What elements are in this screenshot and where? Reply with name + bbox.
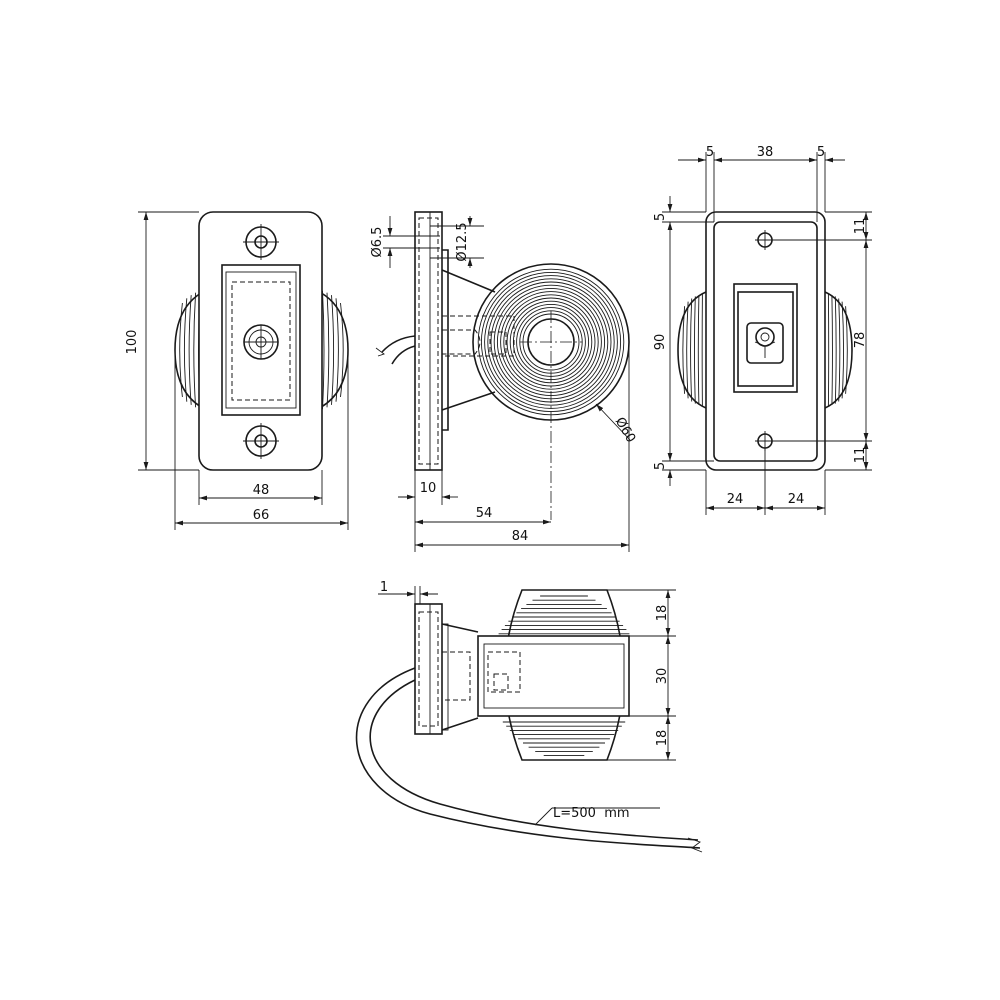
dim-phi-12-5: Ø12.5	[455, 222, 470, 261]
cable-length-label: L=500 mm	[553, 806, 630, 821]
back-right-lens	[824, 291, 853, 409]
back-socket-frame	[733, 283, 798, 393]
dim-18-bottom: 18	[655, 730, 670, 747]
side-base-plate	[414, 211, 449, 471]
dim-back-right: 11 78 11	[772, 211, 872, 471]
dim-38: 38	[757, 145, 774, 160]
dim-top-flange: 1	[378, 580, 438, 604]
dim-100: 100	[125, 330, 140, 355]
dim-front-height: 100	[125, 211, 199, 471]
dim-78: 78	[853, 332, 868, 349]
dim-1: 1	[380, 580, 388, 595]
dim-30: 30	[655, 668, 670, 685]
dim-hole-small: Ø6.5	[370, 216, 440, 268]
dim-front-outer-width: 66	[174, 352, 349, 530]
dim-48: 48	[253, 483, 270, 498]
dim-66: 66	[253, 508, 270, 523]
front-bulb	[243, 324, 279, 360]
cable	[355, 667, 703, 853]
dim-back-bottom: 24 24	[705, 448, 826, 515]
dim-10: 10	[420, 481, 437, 496]
dim-back-left: 5 90 5	[653, 196, 714, 486]
dim-left-5-top: 5	[653, 213, 668, 221]
dim-11-bottom: 11	[853, 447, 868, 464]
dim-18-top: 18	[655, 605, 670, 622]
dim-54: 54	[476, 506, 493, 521]
dim-top-5-right: 5	[817, 145, 825, 160]
front-view: 100 48 66	[125, 211, 349, 530]
dim-24-left: 24	[727, 492, 744, 507]
dim-back-top: 5 38 5	[678, 145, 845, 222]
dim-lens-diameter: Ø60	[595, 403, 638, 446]
front-top-hole	[243, 224, 279, 260]
dim-84: 84	[512, 529, 529, 544]
dim-top-right: 18 30 18	[600, 589, 676, 761]
dim-left-5-bottom: 5	[653, 462, 668, 470]
back-view: 5 38 5 5 90 5 11 78 11	[653, 145, 872, 515]
back-left-lens	[677, 291, 707, 409]
dim-90: 90	[653, 334, 668, 351]
back-connector	[746, 322, 784, 364]
cable-length-callout: L=500 mm	[534, 806, 660, 826]
back-inner-plate	[713, 221, 818, 462]
dim-top-5-left: 5	[706, 145, 714, 160]
side-view: Ø6.5 Ø12.5 10 54 84	[370, 211, 638, 552]
dim-11-top: 11	[853, 218, 868, 235]
dim-24-right: 24	[788, 492, 805, 507]
dim-total-depth: 84	[415, 342, 630, 552]
dim-front-inner-width: 48	[198, 470, 323, 505]
top-view: 1 18 30 18 L=500 mm	[355, 580, 703, 853]
dim-phi-60: Ø60	[612, 415, 638, 446]
front-bottom-hole	[243, 423, 279, 459]
top-flange	[414, 603, 449, 735]
dim-base-thickness: 10	[398, 470, 458, 505]
side-lens-disc	[472, 263, 630, 520]
dim-hole-large: Ø12.5	[430, 216, 484, 268]
top-body	[477, 635, 630, 717]
dim-phi-6-5: Ø6.5	[370, 227, 385, 258]
